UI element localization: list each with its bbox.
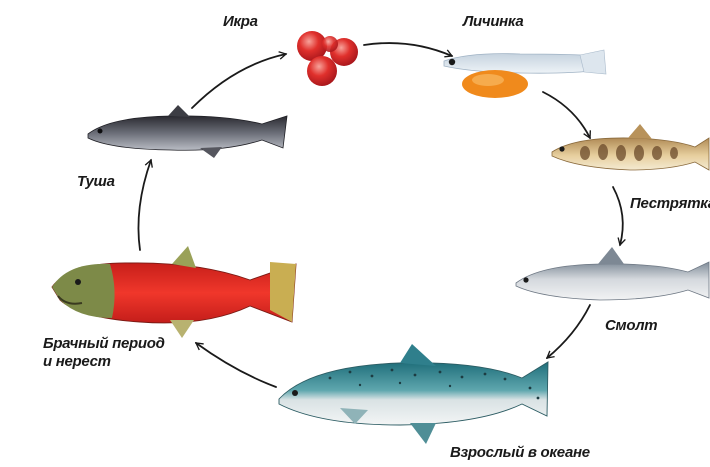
cycle-arrows — [138, 43, 622, 387]
arrow-adult-to-spawning — [196, 343, 276, 387]
label-carcass: Туша — [77, 173, 115, 191]
arrow-spawning-to-carcass — [138, 160, 151, 250]
parr-illustration — [552, 124, 709, 170]
smolt-illustration — [516, 247, 709, 300]
label-spawning-line1: Брачный период — [43, 335, 165, 353]
label-spawning: Брачный период и нерест — [43, 335, 165, 371]
label-adult-ocean: Взрослый в океане — [450, 444, 590, 462]
label-larva: Личинка — [463, 13, 523, 31]
carcass-illustration — [88, 105, 287, 158]
arrow-parr-to-smolt — [613, 187, 623, 245]
label-smolt: Смолт — [605, 317, 657, 335]
arrow-eggs-to-larva — [364, 43, 452, 56]
arrow-carcass-to-eggs — [192, 54, 286, 108]
adult-ocean-illustration — [279, 344, 548, 444]
label-spawning-line2: и нерест — [43, 353, 165, 371]
arrow-larva-to-parr — [543, 92, 590, 138]
label-eggs: Икра — [223, 13, 258, 31]
eggs-illustration — [297, 31, 358, 86]
spawning-illustration — [52, 246, 296, 338]
larva-illustration — [444, 50, 606, 98]
arrow-smolt-to-adult — [547, 305, 590, 358]
label-parr: Пестрятка — [630, 195, 710, 213]
